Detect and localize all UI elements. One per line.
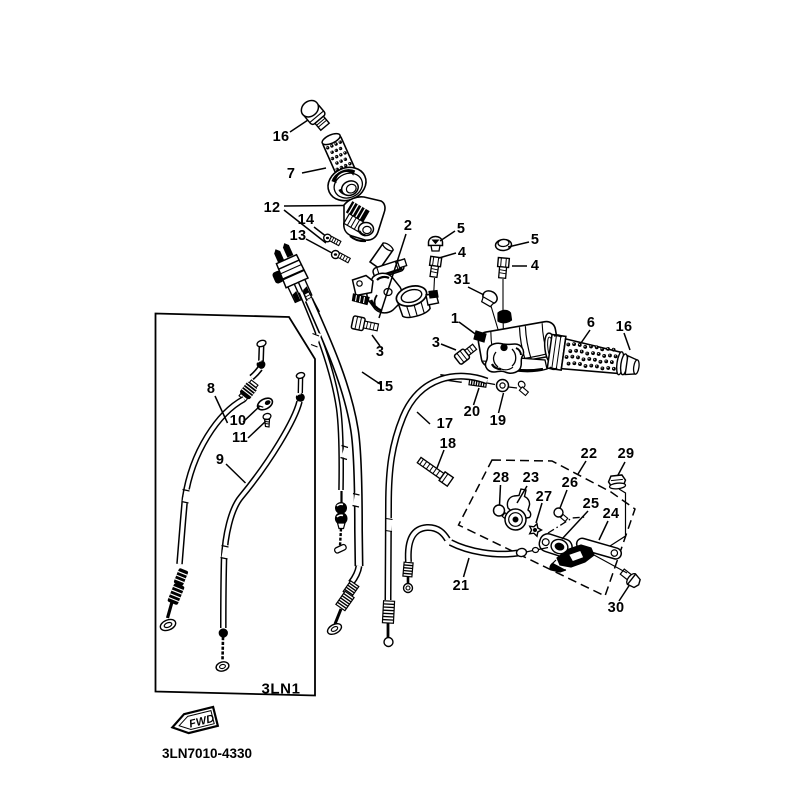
svg-text:20: 20	[464, 404, 481, 420]
svg-text:4: 4	[458, 245, 466, 261]
svg-text:5: 5	[531, 232, 539, 248]
svg-text:16: 16	[273, 129, 290, 145]
svg-text:16: 16	[616, 319, 633, 335]
svg-text:18: 18	[440, 436, 457, 452]
svg-text:3: 3	[376, 344, 384, 360]
svg-text:26: 26	[562, 475, 579, 491]
svg-text:4: 4	[531, 258, 539, 274]
svg-text:14: 14	[298, 212, 315, 228]
svg-text:29: 29	[618, 446, 635, 462]
svg-text:13: 13	[290, 228, 307, 244]
svg-text:2: 2	[404, 218, 412, 234]
svg-text:19: 19	[490, 413, 507, 429]
svg-text:24: 24	[603, 506, 620, 522]
svg-text:23: 23	[523, 470, 540, 486]
svg-text:27: 27	[536, 489, 553, 505]
svg-text:7: 7	[287, 166, 295, 182]
svg-text:25: 25	[583, 496, 600, 512]
svg-text:30: 30	[608, 600, 625, 616]
svg-text:11: 11	[232, 430, 248, 446]
svg-text:9: 9	[216, 452, 224, 468]
svg-text:15: 15	[377, 379, 394, 395]
svg-text:5: 5	[457, 221, 465, 237]
svg-text:8: 8	[207, 381, 215, 397]
svg-text:21: 21	[453, 578, 470, 594]
svg-text:10: 10	[230, 413, 247, 429]
svg-text:28: 28	[493, 470, 510, 486]
svg-text:31: 31	[454, 272, 471, 288]
svg-text:6: 6	[587, 315, 595, 331]
svg-text:22: 22	[581, 446, 598, 462]
svg-text:17: 17	[437, 416, 454, 432]
svg-text:3LN7010-4330: 3LN7010-4330	[162, 746, 252, 761]
svg-text:12: 12	[264, 200, 281, 216]
svg-text:3: 3	[432, 335, 440, 351]
svg-text:1: 1	[451, 311, 459, 327]
svg-text:3LN1: 3LN1	[261, 681, 300, 698]
